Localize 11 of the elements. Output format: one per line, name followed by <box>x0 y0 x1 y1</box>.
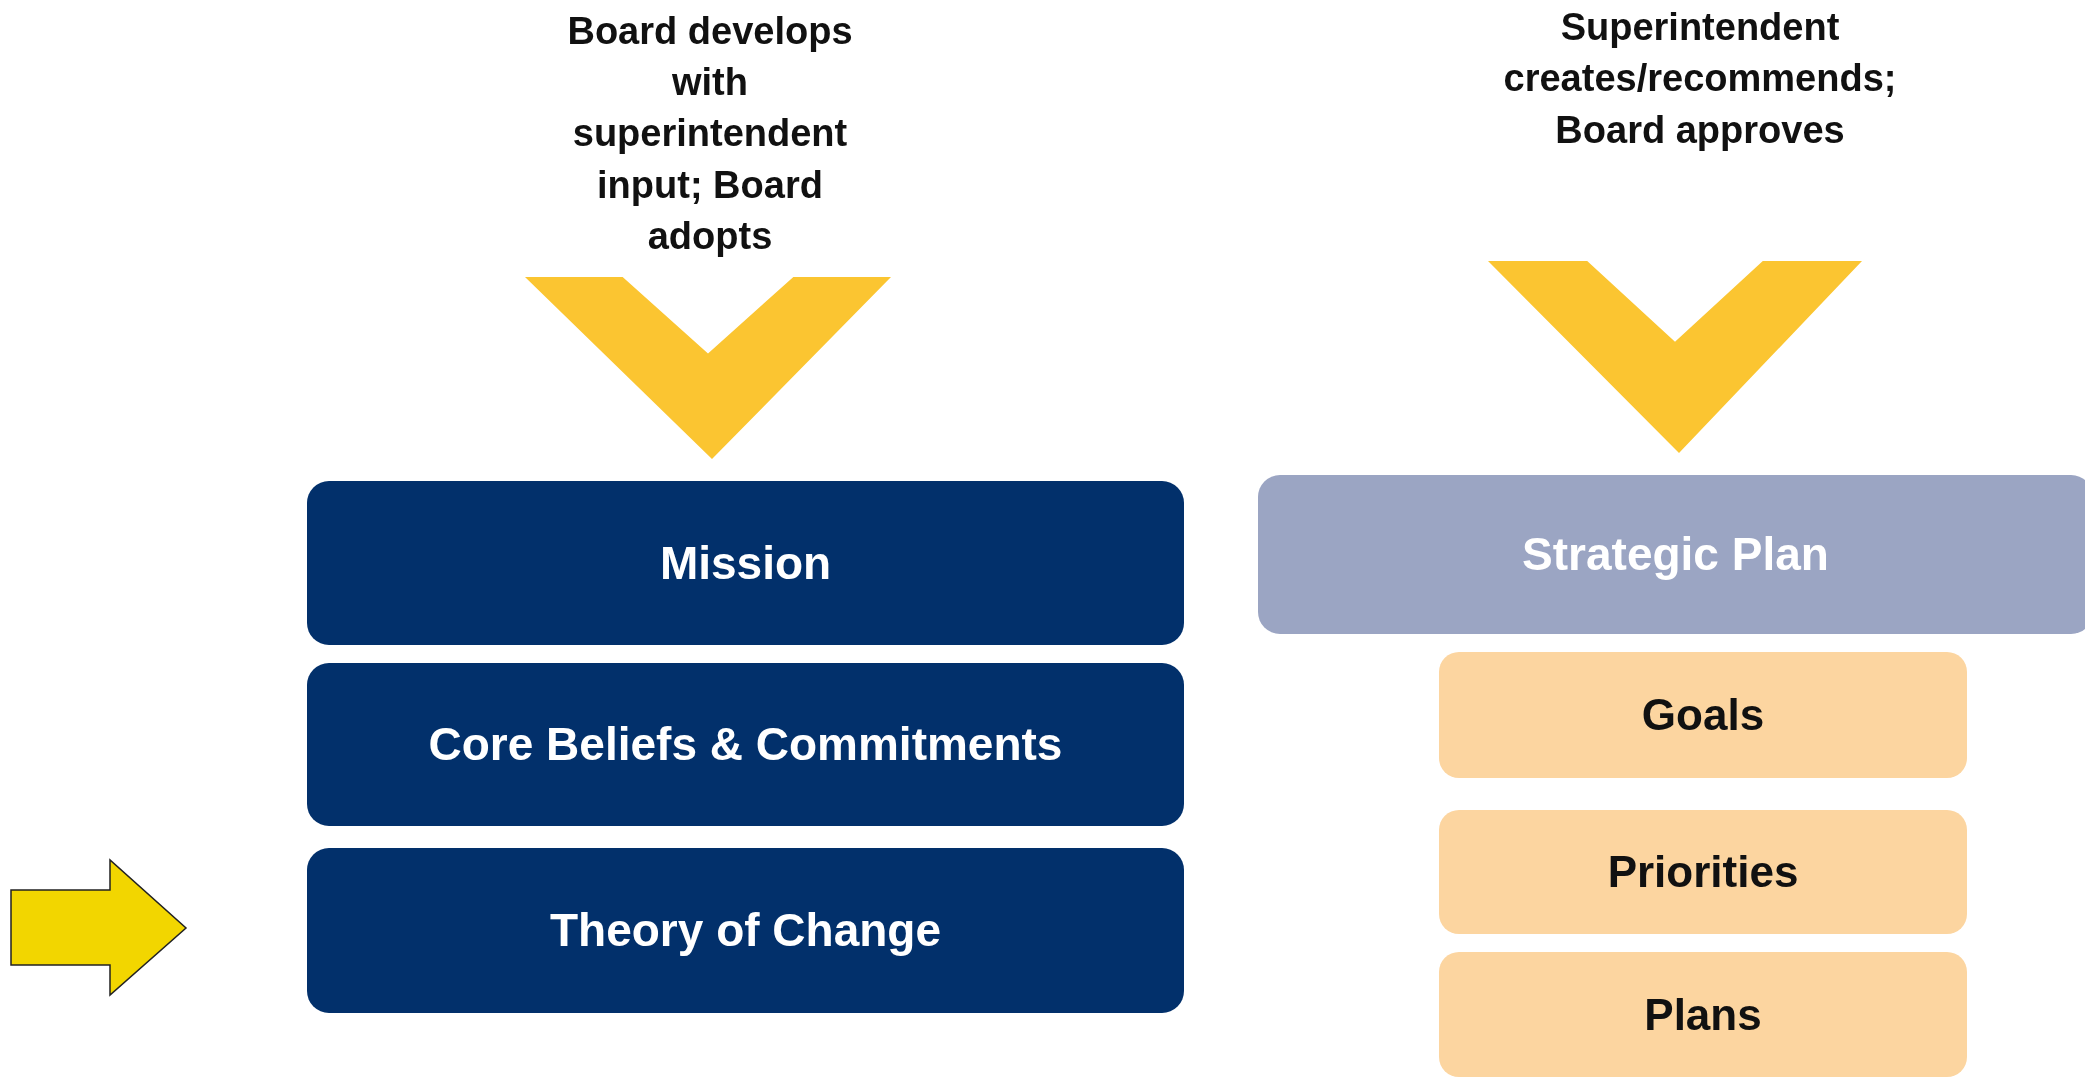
process-box: Core Beliefs & Commitments <box>307 663 1184 826</box>
instruction-text: Board develops with superintendent input; Board adopts <box>566 8 854 259</box>
process-box: Plans <box>1439 952 1967 1077</box>
chevron-arrow <box>1488 261 1862 453</box>
process-box: Theory of Change <box>307 848 1184 1013</box>
process-box: Mission <box>307 481 1184 645</box>
process-box: Goals <box>1439 652 1967 778</box>
instruction-text: Superintendent creates/recommends; Board approves <box>1502 5 1898 153</box>
process-box: Strategic Plan <box>1258 475 2085 634</box>
chevron-arrow <box>525 277 891 459</box>
process-box: Priorities <box>1439 810 1967 934</box>
